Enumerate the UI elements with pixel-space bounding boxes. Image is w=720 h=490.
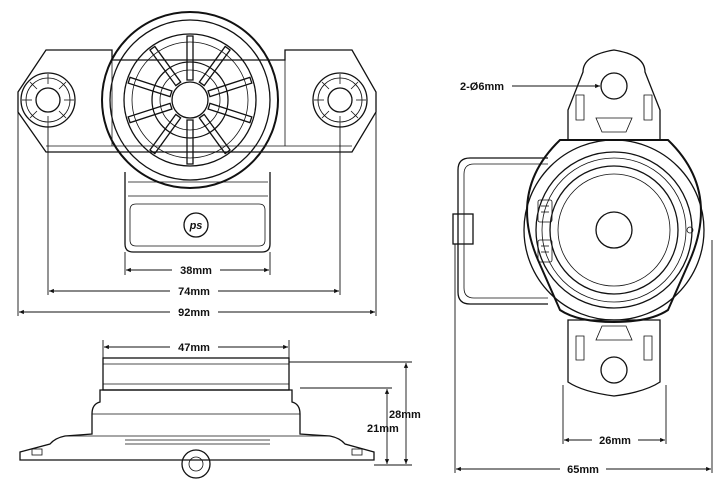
horn-spoke xyxy=(207,102,253,124)
brand-logo: ps xyxy=(183,212,209,238)
dim-38: 38mm xyxy=(126,265,269,277)
horn-spoke xyxy=(186,119,194,165)
horn-spoke xyxy=(198,45,231,87)
label-65mm: 65mm xyxy=(567,464,599,476)
horn-spoke xyxy=(149,45,182,87)
label-hole-diameter: 2-Ø6mm xyxy=(460,81,504,93)
dim-65: 65mm xyxy=(456,464,711,476)
label-28mm: 28mm xyxy=(389,409,421,421)
label-47mm: 47mm xyxy=(178,342,210,354)
dim-21: 21mm xyxy=(367,389,399,464)
horn-front xyxy=(101,11,279,189)
horn-spoke xyxy=(149,113,182,155)
rear-view: 2-Ø6mm 26mm 65mm xyxy=(452,49,713,476)
left-mount-ear xyxy=(20,72,76,128)
side-view: 47mm 28mm 21mm xyxy=(19,340,421,479)
label-92mm: 92mm xyxy=(178,307,210,319)
horn-spoke xyxy=(186,35,194,81)
connector-plug xyxy=(452,213,474,245)
label-74mm: 74mm xyxy=(178,286,210,298)
dim-74: 74mm xyxy=(49,286,339,298)
horn-spoke xyxy=(127,102,173,124)
label-21mm: 21mm xyxy=(367,423,399,435)
center-mesh xyxy=(595,211,633,249)
right-mount-ear xyxy=(312,72,368,128)
top-view: ps 38mm 74mm xyxy=(17,11,377,319)
label-38mm: 38mm xyxy=(180,265,212,277)
dim-28: 28mm xyxy=(389,363,421,464)
hole-callout: 2-Ø6mm xyxy=(460,81,600,93)
dim-47: 47mm xyxy=(104,342,288,354)
dim-26: 26mm xyxy=(564,435,665,447)
horn-spoke xyxy=(127,76,173,98)
dim-92: 92mm xyxy=(19,307,375,319)
label-26mm: 26mm xyxy=(599,435,631,447)
horn-spoke xyxy=(198,113,231,155)
svg-text:ps: ps xyxy=(189,220,203,232)
horn-spoke xyxy=(207,76,253,98)
